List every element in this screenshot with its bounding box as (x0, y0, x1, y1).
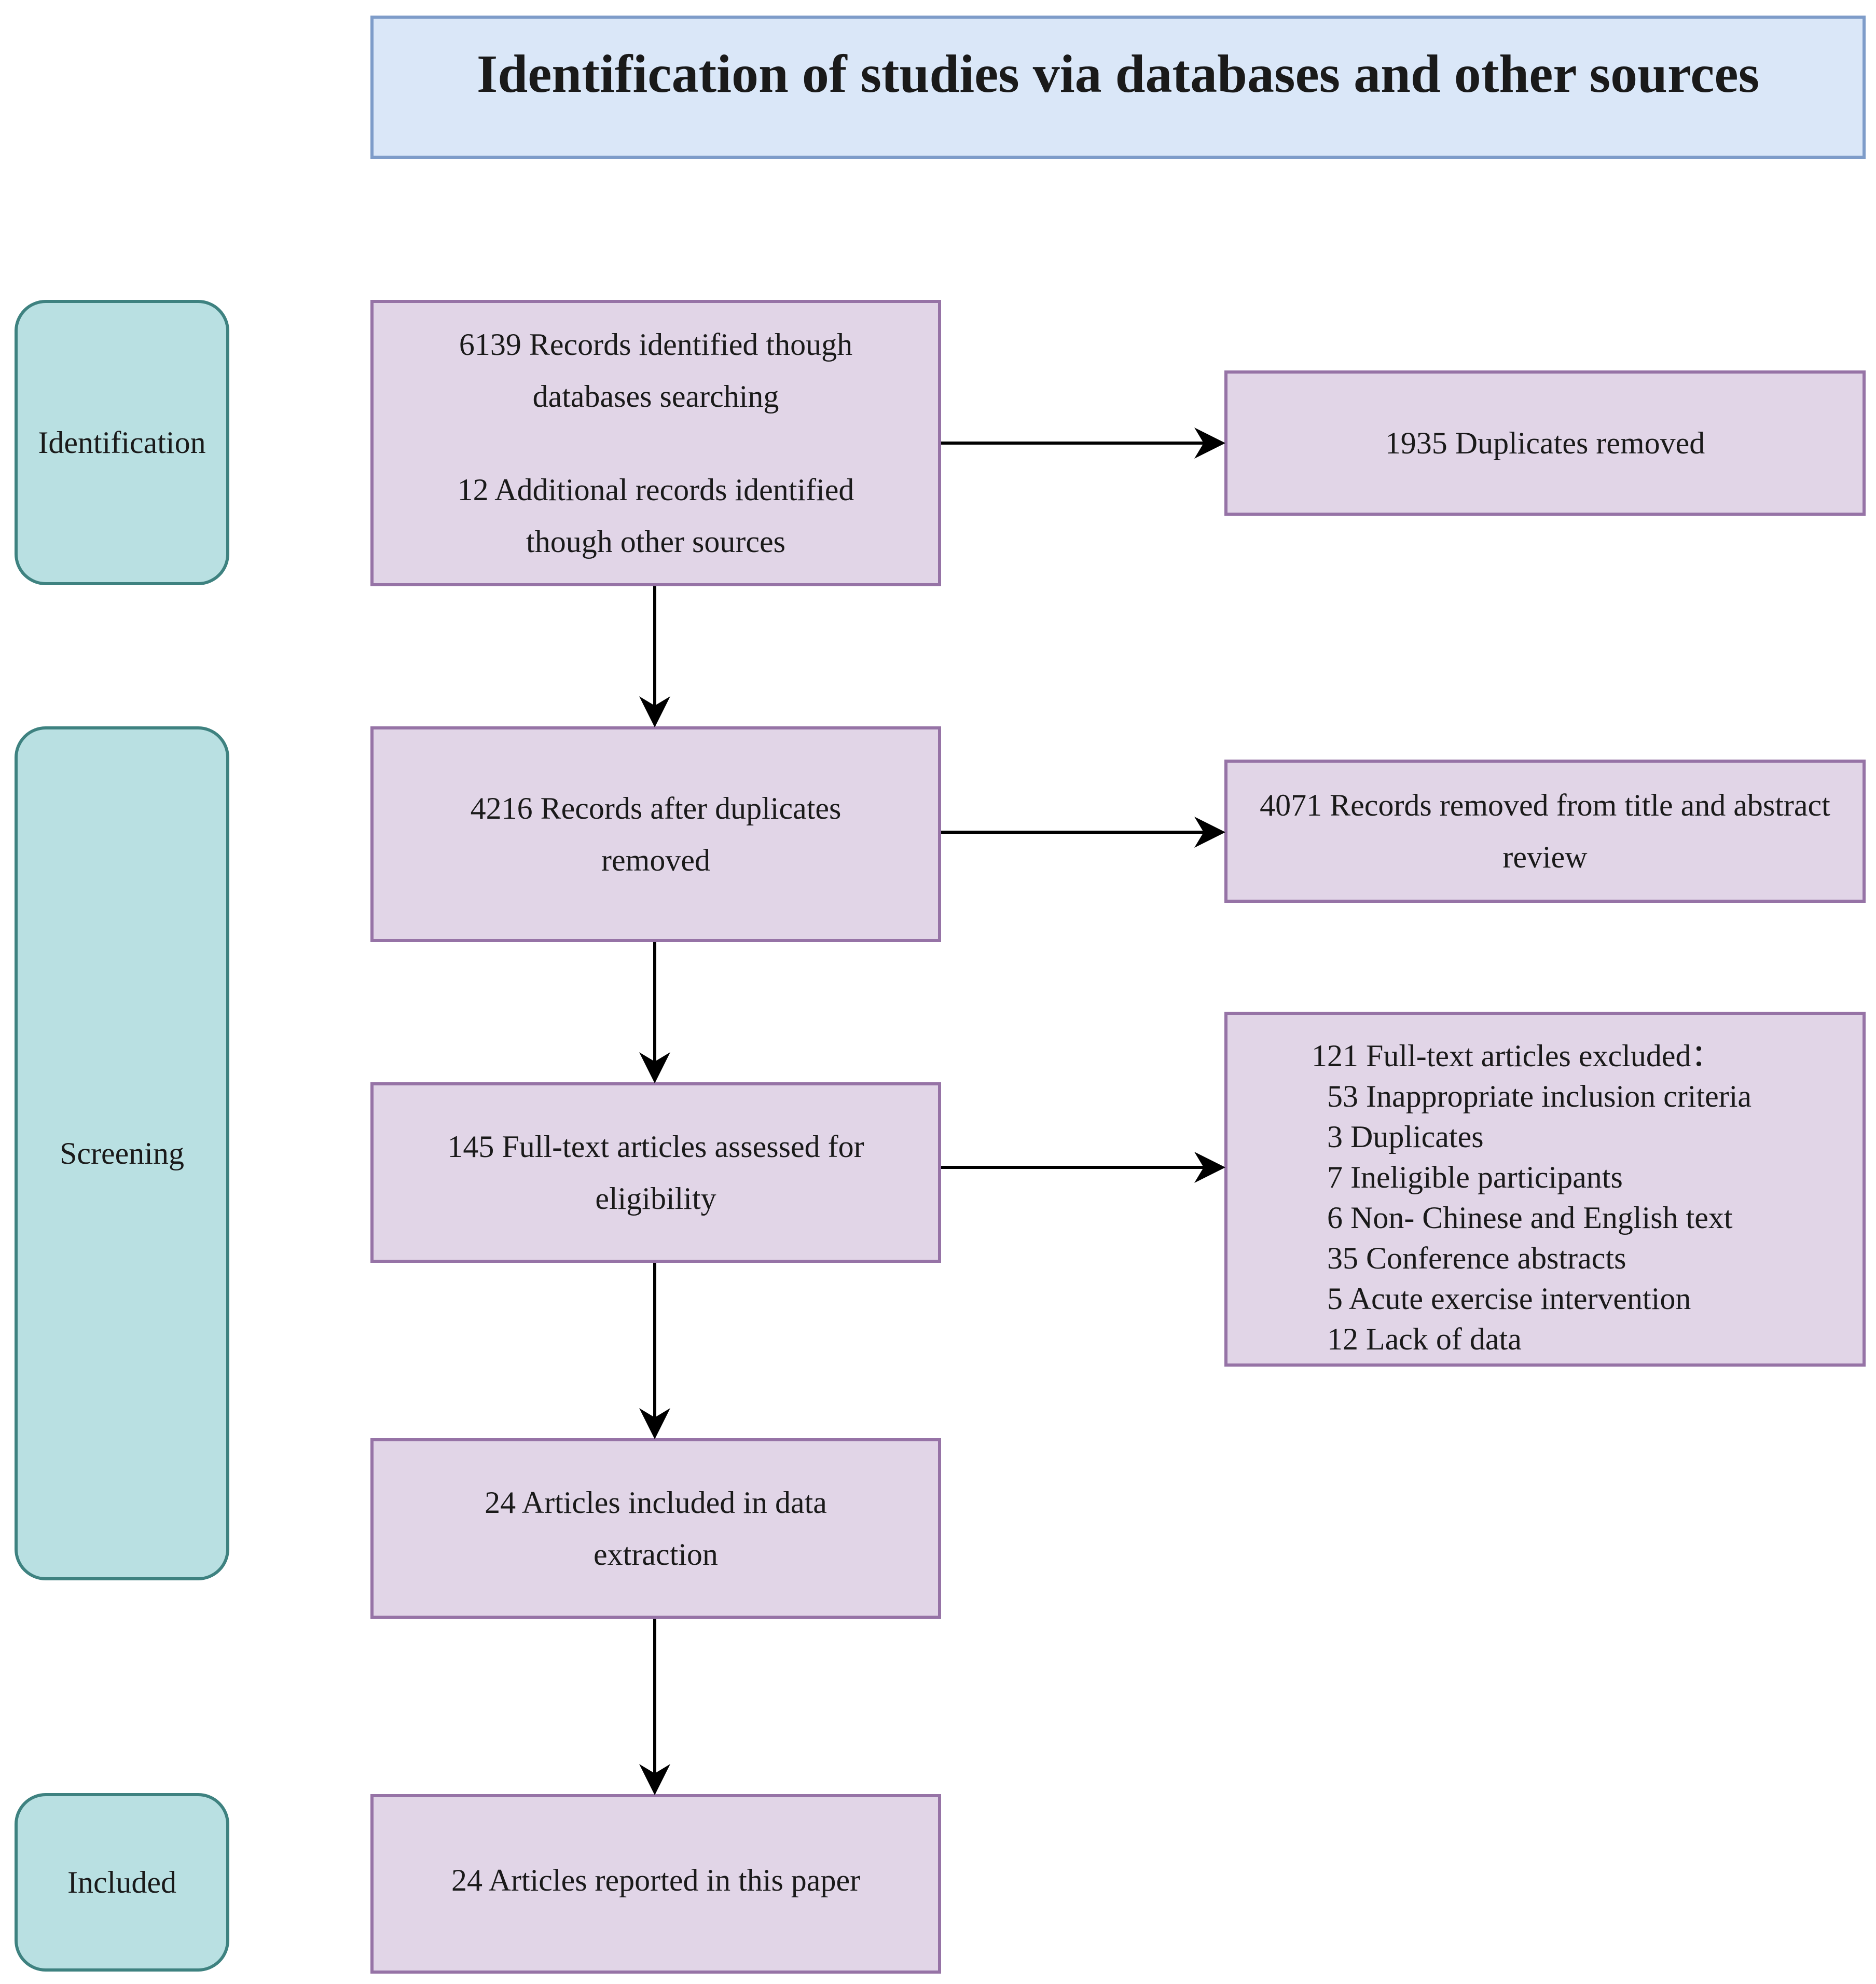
full-text-excluded-box: 121 Full-text articles excluded： 53 Inap… (1224, 1012, 1866, 1367)
records-identified-box: 6139 Records identified though databases… (370, 300, 941, 586)
title-abstract-removed-box: 4071 Records removed from title and abst… (1224, 760, 1866, 903)
extraction-line2: extraction (594, 1537, 718, 1572)
full-text-assessed-box: 145 Full-text articles assessed for elig… (370, 1082, 941, 1263)
stage-screening-label: Screening (60, 1136, 184, 1170)
diagram-title-box: Identification of studies via databases … (370, 16, 1866, 159)
full-text-line1: 145 Full-text articles assessed for (447, 1129, 864, 1164)
records-after-duplicates-box: 4216 Records after duplicates removed (370, 726, 941, 942)
title-abstract-line2: review (1502, 840, 1588, 874)
after-duplicates-line2: removed (601, 843, 710, 877)
articles-reported-box: 24 Articles reported in this paper (370, 1794, 941, 1974)
exclusion-reason: 7 Ineligible participants (1327, 1160, 1623, 1194)
stage-identification: Identification (15, 300, 229, 585)
data-extraction-box: 24 Articles included in data extraction (370, 1438, 941, 1619)
diagram-title: Identification of studies via databases … (476, 44, 1760, 104)
exclusion-reason: 6 Non- Chinese and English text (1327, 1201, 1733, 1235)
full-text-line2: eligibility (595, 1181, 716, 1216)
exclusion-reason: 53 Inappropriate inclusion criteria (1327, 1079, 1752, 1113)
exclusion-reason: 3 Duplicates (1327, 1120, 1484, 1154)
stage-included: Included (15, 1793, 229, 1972)
stage-screening: Screening (15, 726, 229, 1580)
exclusion-reason: 5 Acute exercise intervention (1327, 1282, 1691, 1316)
reported-text: 24 Articles reported in this paper (451, 1863, 861, 1897)
extraction-line1: 24 Articles included in data (485, 1485, 827, 1520)
stage-identification-label: Identification (38, 425, 206, 460)
full-text-excluded-title: 121 Full-text articles excluded： (1312, 1039, 1722, 1073)
records-db-line2: databases searching (532, 379, 779, 414)
records-other-line1: 12 Additional records identified (457, 473, 854, 507)
exclusion-reason: 35 Conference abstracts (1327, 1241, 1626, 1275)
exclusion-reason: 12 Lack of data (1327, 1322, 1522, 1356)
records-db-line1: 6139 Records identified though (459, 327, 853, 362)
after-duplicates-line1: 4216 Records after duplicates (470, 791, 842, 825)
duplicates-removed-box: 1935 Duplicates removed (1224, 370, 1866, 516)
duplicates-removed-text: 1935 Duplicates removed (1385, 426, 1705, 460)
stage-included-label: Included (67, 1865, 176, 1899)
records-other-line2: though other sources (526, 525, 785, 559)
title-abstract-line1: 4071 Records removed from title and abst… (1260, 788, 1830, 822)
